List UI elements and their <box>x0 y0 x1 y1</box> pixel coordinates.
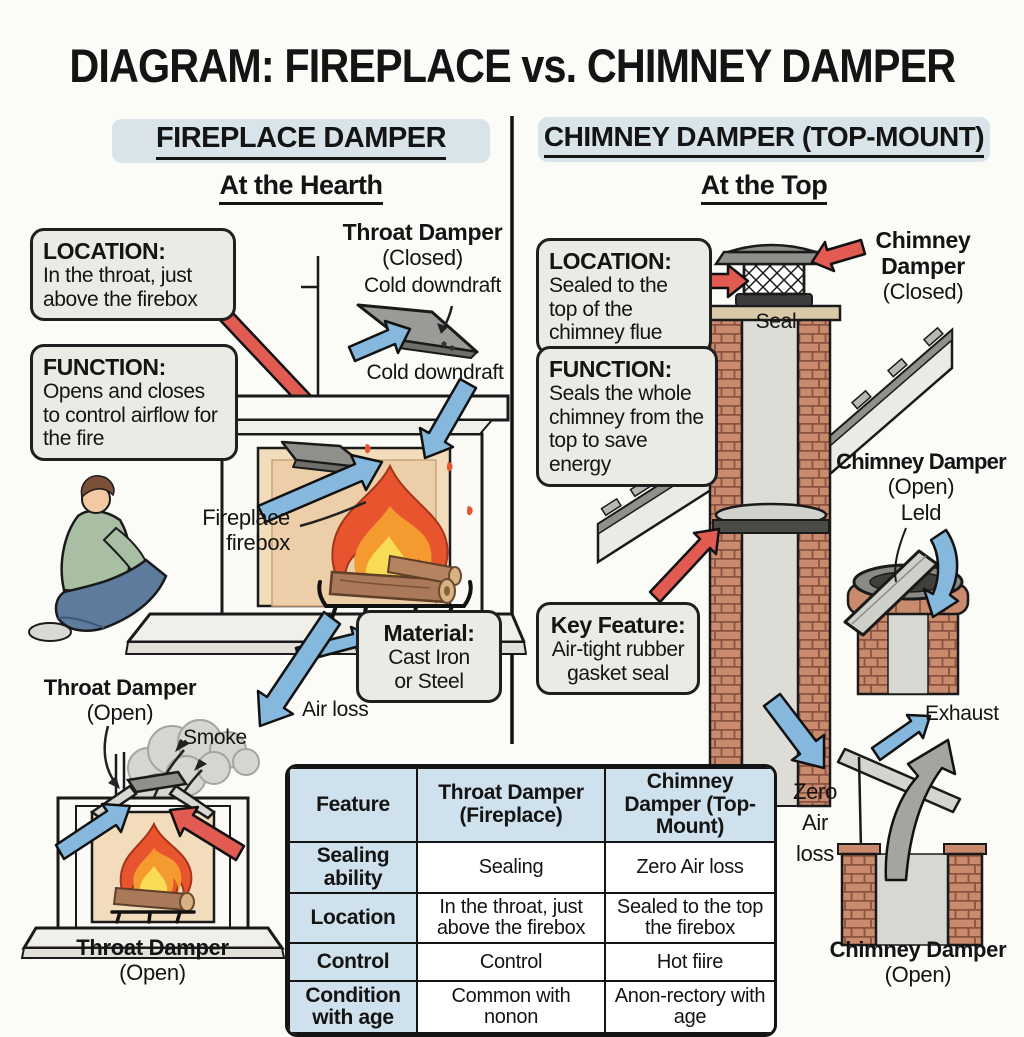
right-location-label: LOCATION: <box>549 248 672 274</box>
cell-location-fireplace: In the throat, just above the firebox <box>416 892 606 945</box>
chimney-damper-open-detail <box>843 527 970 696</box>
table-row: Control Control Hot fiire <box>288 942 774 983</box>
small-fireplace-open <box>20 719 286 959</box>
air-loss-label: Air loss <box>302 698 369 721</box>
cell-condition-fireplace: Common with nonon <box>416 980 606 1035</box>
small-fireplace-caption: Throat Damper (Open) <box>76 935 229 985</box>
table-header-row: Feature Throat Damper (Fireplace) Chimne… <box>288 767 774 844</box>
key-feature-label: Key Feature: <box>550 612 686 638</box>
wall-corner-line <box>301 256 320 398</box>
key-feature-callout: Key Feature: Air-tight rubber gasket sea… <box>536 602 700 696</box>
comparison-table: Feature Throat Damper (Fireplace) Chimne… <box>285 764 777 1037</box>
cell-condition-chimney: Anon-rectory with age <box>604 980 774 1035</box>
material-line2: or Steel <box>394 669 464 693</box>
throat-damper-open-label: Throat Damper (Open) <box>43 675 197 725</box>
key-feature-red-arrow <box>648 527 721 604</box>
big-chimney <box>702 243 842 808</box>
row-header-condition: Condition with age <box>288 980 418 1035</box>
cell-sealing-fireplace: Sealing <box>416 841 606 895</box>
zero-air-loss-blue-arrow <box>762 692 826 770</box>
chimney-damper-closed-label: Chimney Damper (Closed) <box>875 227 971 304</box>
fireplace-firebox-label: Fireplace firebox <box>202 505 290 555</box>
row-header-sealing: Sealing ability <box>288 841 418 895</box>
exhaust-chimney <box>836 713 987 947</box>
row-header-location: Location <box>288 892 418 945</box>
right-panel-subheader: At the Top <box>538 170 990 206</box>
col-header-chimney-damper: Chimney Damper (Top-Mount) <box>604 767 774 844</box>
chimney-damper-open-label: Chimney Damper (Open) Leld <box>832 449 1010 526</box>
location-red-arrow-right <box>704 263 750 299</box>
table-row: Condition with age Common with nonon Ano… <box>288 980 774 1035</box>
left-panel-header: FIREPLACE DAMPER <box>155 122 447 160</box>
seal-label: Seal <box>755 310 797 333</box>
right-location-callout: LOCATION: Sealed to the top of the chimn… <box>536 238 712 356</box>
throat-damper-closed-label: Throat Damper (Closed) <box>342 219 503 270</box>
left-location-label: LOCATION: <box>43 238 166 264</box>
right-function-label: FUNCTION: <box>549 356 672 382</box>
throat-damper-closed-detail <box>347 303 479 363</box>
left-function-callout: FUNCTION: Opens and closes to control ai… <box>30 344 238 462</box>
left-function-text: Opens and closes to control airflow for … <box>43 379 218 451</box>
roof-right <box>828 326 954 477</box>
left-location-text: In the throat, just above the firebox <box>43 263 198 311</box>
exhaust-label: Exhaust <box>925 702 999 725</box>
right-panel-header: CHIMNEY DAMPER (TOP-MOUNT) <box>543 121 985 158</box>
row-header-control: Control <box>288 942 418 983</box>
right-location-text: Sealed to the top of the chimney flue <box>549 273 668 345</box>
cell-sealing-chimney: Zero Air loss <box>604 841 774 895</box>
closed-damper-red-arrow <box>810 238 867 273</box>
left-panel-subheader: At the Hearth <box>112 170 490 206</box>
right-function-callout: FUNCTION: Seals the whole chimney from t… <box>536 346 718 487</box>
material-callout: Material: Cast Iron or Steel <box>356 610 502 704</box>
smoke-label: Smoke <box>183 726 247 749</box>
left-function-label: FUNCTION: <box>43 354 166 380</box>
cold-downdraft-lower-label: Cold downdraft <box>366 361 504 384</box>
person-sitting <box>28 475 168 642</box>
col-header-throat-damper: Throat Damper (Fireplace) <box>416 767 606 844</box>
col-header-feature: Feature <box>288 767 418 844</box>
cell-control-fireplace: Control <box>416 942 606 983</box>
cold-downdraft-upper-label: Cold downdraft <box>363 274 502 297</box>
cell-control-chimney: Hot fiire <box>604 942 774 983</box>
page-title: DIAGRAM: FIREPLACE vs. CHIMNEY DAMPER <box>69 39 956 92</box>
zero-air-loss-label: Zero Air loss <box>792 779 838 867</box>
right-panel-header-pill: CHIMNEY DAMPER (TOP-MOUNT) <box>538 117 990 162</box>
exhaust-chimney-caption: Chimney Damper (Open) <box>829 937 1007 987</box>
table-row: Sealing ability Sealing Zero Air loss <box>288 841 774 895</box>
table-row: Location In the throat, just above the f… <box>288 892 774 945</box>
left-location-callout: LOCATION: In the throat, just above the … <box>30 228 236 322</box>
left-panel-header-pill: FIREPLACE DAMPER <box>112 119 490 163</box>
right-function-text: Seals the whole chimney from the top to … <box>549 381 704 477</box>
material-line1: Cast Iron <box>388 645 470 669</box>
lid-label: Leld <box>900 500 942 526</box>
material-label: Material: <box>383 620 475 646</box>
key-feature-text: Air-tight rubber gasket seal <box>551 637 685 685</box>
cell-location-chimney: Sealed to the top the firebox <box>604 892 774 945</box>
